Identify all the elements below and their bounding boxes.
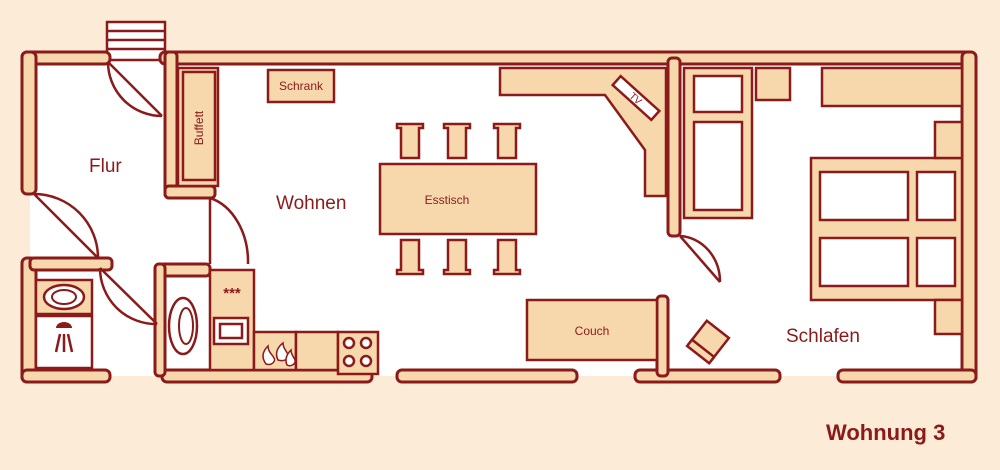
cooktop	[336, 330, 380, 376]
svg-text:Buffett: Buffett	[192, 110, 206, 145]
chair-icon	[442, 122, 472, 160]
chair-icon	[395, 122, 425, 160]
kitchen: ***	[208, 268, 380, 376]
chair-icon	[395, 238, 425, 276]
sink-icon	[42, 283, 86, 311]
room-label-schlafen: Schlafen	[786, 326, 860, 347]
door-schlafen	[679, 234, 722, 283]
bathroom	[34, 278, 199, 370]
schrank: Schrank	[266, 68, 336, 104]
svg-text:Couch: Couch	[575, 324, 610, 338]
svg-text:Schrank: Schrank	[279, 79, 324, 93]
room-label-flur: Flur	[89, 156, 122, 177]
shelf	[820, 66, 964, 108]
chair-icon	[492, 122, 522, 160]
dining-table: Esstisch	[378, 162, 538, 236]
wardrobe	[682, 66, 792, 220]
chair-icon	[442, 238, 472, 276]
stove-marks: ***	[223, 285, 241, 302]
tv-unit: TV	[498, 66, 668, 198]
double-bed	[809, 120, 964, 336]
room-label-wohnen: Wohnen	[276, 193, 346, 214]
page-title: Wohnung 3	[826, 420, 945, 445]
door-flur-wohnen	[208, 196, 250, 265]
flame-icon	[262, 341, 296, 367]
armchair-icon	[685, 319, 731, 365]
entrance-stairs	[105, 20, 167, 62]
door-entrance	[106, 61, 163, 118]
door-left	[33, 192, 100, 259]
shower-icon	[54, 322, 74, 353]
chair-icon	[492, 238, 522, 276]
outer-walls	[20, 50, 978, 384]
couch: Couch	[525, 298, 659, 362]
buffet: Buffett	[176, 66, 220, 188]
svg-text:Esstisch: Esstisch	[425, 193, 470, 207]
door-bath	[98, 267, 158, 326]
